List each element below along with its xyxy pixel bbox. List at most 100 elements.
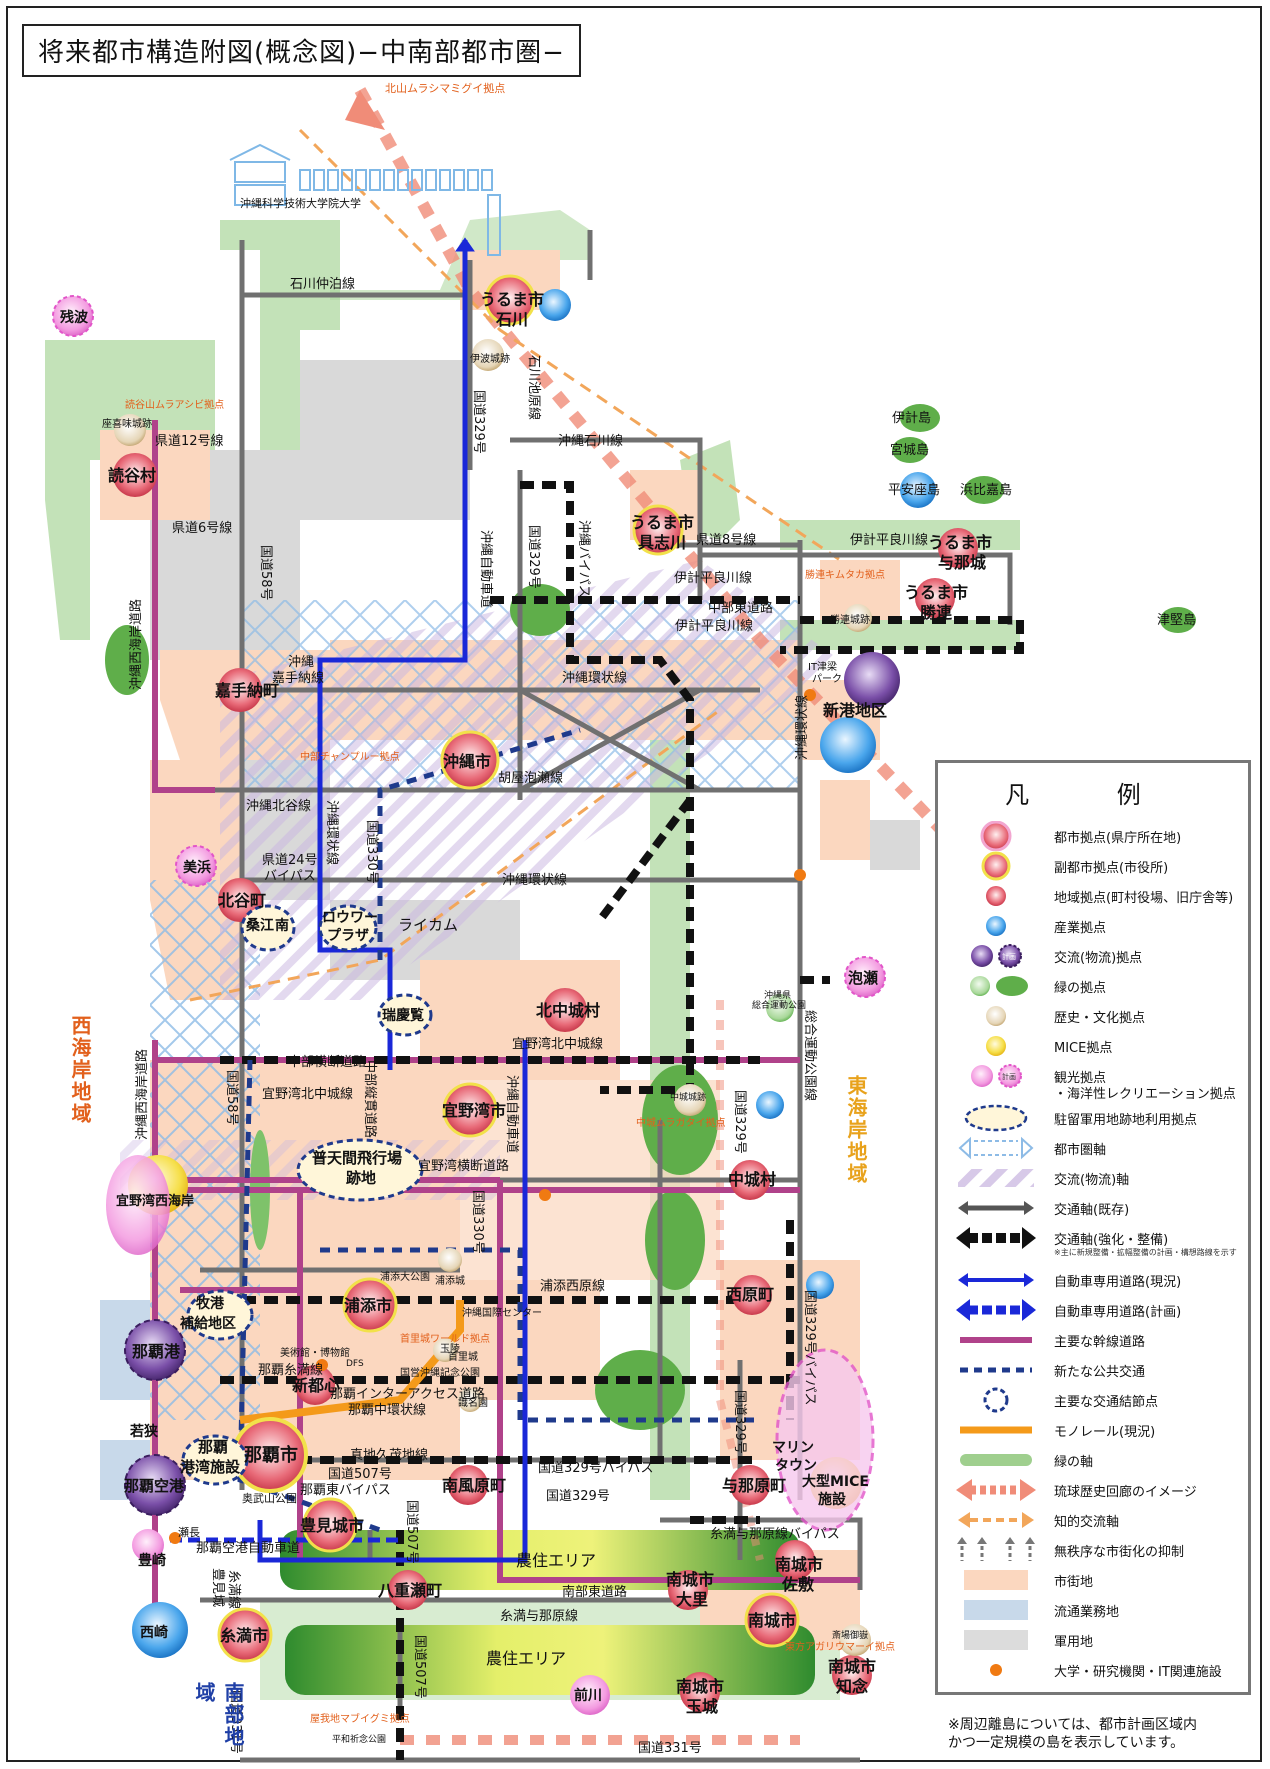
label-wakasa: 若狭 (129, 1423, 159, 1440)
road-naha-ring: 那覇中環状線 (348, 1402, 426, 1418)
road-ikei-tairyo-3: 伊計平良川線 (675, 618, 753, 634)
expressway-plan-icon (956, 1299, 1036, 1321)
road-r329-bypass-2: 国道329号バイパス (538, 1461, 654, 1476)
legend-item-military-reuse: 駐留軍用地跡地利用拠点 (938, 1103, 1248, 1133)
hub-tomigusuku: 豊見城市 (300, 1516, 364, 1535)
new-transit-icon (960, 1367, 1032, 1373)
label-marine-town-line1: マリン (772, 1440, 814, 1456)
legend-label: 緑の軸 (1054, 1455, 1094, 1470)
hub-nanjo-ozato-line2: 大里 (676, 1590, 708, 1609)
label-kitayama: 北山ムラシマミグイ拠点 (385, 81, 505, 95)
military-area-icon (964, 1630, 1028, 1650)
intellectual-axis (189, 128, 841, 1002)
footnote: ※周辺離島については、都市計画区域内 かつ一定規模の島を表示しています。 (948, 1716, 1197, 1752)
label-sogo-park-line2: 総合運動公園 (752, 999, 806, 1011)
hub-haebaru: 南風原町 (442, 1476, 506, 1495)
road-r507c: 国道507号 (412, 1635, 427, 1699)
label-senaga: 瀬長 (178, 1525, 200, 1539)
road-ishikawa-ring: 石川池原線 (526, 355, 542, 420)
road-nanbu-east: 南部東道路 (562, 1584, 627, 1600)
subcity-hub-icon (981, 851, 1011, 881)
road-pref8: 県道8号線 (696, 532, 756, 548)
legend-label: 交流(物流)拠点 (1054, 951, 1143, 966)
hub-uruma-katsuren-line2: 勝連 (920, 603, 953, 622)
road-r329b: 国道329号 (526, 525, 541, 589)
hub-nanjo-tamagusuku-line1: 南城市 (676, 1677, 724, 1696)
legend-item-exchange-axis: 交流(物流)軸 (938, 1163, 1248, 1193)
legend-label: 琉球歴史回廊のイメージ (1054, 1485, 1197, 1500)
road-okinawa-ishikawa: 沖縄石川線 (558, 433, 623, 449)
legend-label: 都市拠点(県庁所在地) (1054, 831, 1182, 846)
label-maekawa: 前川 (574, 1687, 602, 1704)
label-sefa: 斎場御嶽 (832, 1629, 868, 1641)
label-katsuren-castle: 勝連城跡 (830, 613, 870, 626)
label-henza: 平安座島 (888, 483, 940, 498)
legend-plan-tag: 計画 (1002, 952, 1016, 961)
traffic-existing-icon (958, 1201, 1034, 1215)
west-coast-region-label: 西海岸地域 (68, 1015, 92, 1125)
legend-item-regional-hub: 地域拠点(町村役場、旧庁舎等) (938, 881, 1248, 911)
new-public-transit (237, 727, 760, 1533)
hub-chatan: 北谷町 (218, 891, 266, 910)
label-miyagi: 宮城島 (890, 442, 929, 458)
military-reuse-icon (964, 1104, 1028, 1132)
hub-naha: 那覇市 (244, 1444, 298, 1466)
hub-uruma-gushikawa-line2: 具志川 (638, 533, 686, 552)
legend-item-urban-axis: 都市圏軸 (938, 1133, 1248, 1163)
label-awase: 泡瀬 (848, 969, 878, 987)
hub-okinawa: 沖縄市 (443, 752, 491, 771)
label-makiminato-line2: 補給地区 (179, 1315, 236, 1332)
legend-item-new-transit: 新たな公共交通 (938, 1355, 1248, 1385)
expressways (170, 237, 528, 1563)
label-dfs: DFS (346, 1359, 364, 1369)
hub-nanjo-sashiki-line1: 南城市 (775, 1555, 823, 1574)
label-nanjo-hub: 東方アガリウマーイ拠点 (785, 1640, 895, 1653)
urban-axis-icon (958, 1136, 1034, 1160)
hub-uruma-katsuren-line1: うるま市 (904, 583, 968, 602)
label-ryukyu-gum: 瑞慶覧 (382, 1007, 424, 1024)
label-urasoe-park: 浦添大公園 (380, 1270, 430, 1283)
hub-nakagusuku: 中城村 (728, 1170, 776, 1189)
road-pref6: 県道6号線 (172, 520, 232, 536)
road-ginowan-yoko: 宜野湾横断道路 (418, 1158, 509, 1174)
road-r331: 国道331号 (638, 1741, 702, 1756)
label-kuwae-line1: 桑江 (246, 917, 274, 934)
city-hub-icon (980, 821, 1012, 851)
road-sogo-park: 総合運動公園線 (802, 1010, 818, 1101)
map-title: 将来都市構造附図(概念図)−中南部都市圏− (22, 24, 581, 77)
legend-item-tourism-hub: 計画 観光拠点 ・海洋性レクリエーション拠点 (938, 1061, 1248, 1102)
road-r58b: 国道58号 (224, 1070, 239, 1126)
mice-hub-icon (986, 1036, 1006, 1056)
legend-label: 地域拠点(町村役場、旧庁舎等) (1054, 891, 1234, 906)
road-okinawa-kadena-line1: 沖縄 (288, 655, 314, 670)
road-pref12: 県道12号線 (155, 433, 224, 449)
monorail (239, 1300, 464, 1424)
legend-item-history-hub: 歴史・文化拠点 (938, 1001, 1248, 1031)
legend-label: 副都市拠点(市役所) (1054, 861, 1169, 876)
transit-node-icon (983, 1387, 1009, 1413)
sprawl-control-icon (957, 1537, 1035, 1561)
label-chanpuru: 中部チャンプルー拠点 (300, 750, 400, 763)
legend-item-history-corridor: 琉球歴史回廊のイメージ (938, 1475, 1248, 1505)
hub-uruma-yonashiro-line2: 与那城 (938, 553, 986, 572)
history-corridor-icon (956, 1479, 1036, 1501)
place-labels: 沖縄科学技術大学院大学 北山ムラシマミグイ拠点 読谷山ムラアシビ拠点 座喜味城跡… (60, 81, 1196, 1745)
hub-nanjo-tamagusuku-line2: 玉城 (686, 1697, 718, 1716)
label-nishizaki: 西崎 (140, 1624, 168, 1641)
road-ishikawa-nakadomari: 石川仲泊線 (290, 276, 355, 292)
legend-label: 産業拠点 (1054, 921, 1107, 936)
road-ginowan-kita-2: 宜野湾北中城線 (262, 1086, 353, 1102)
monorail-icon (960, 1426, 1032, 1434)
hub-itoman: 糸満市 (220, 1626, 268, 1645)
hub-labels: うるま市 石川 うるま市 具志川 うるま市 与那城 うるま市 勝連 読谷村 嘉手… (108, 290, 992, 1716)
traffic-planned-icon (956, 1227, 1036, 1249)
legend-label-2: ・海洋性レクリエーション拠点 (1054, 1087, 1236, 1102)
road-west-coast: 沖縄西海岸道路 (128, 599, 144, 690)
label-zakimi: 座喜味城跡 (102, 417, 152, 430)
hub-uruma-gushikawa-line1: うるま市 (630, 513, 694, 532)
hub-nanjo-ozato-line1: 南城市 (666, 1570, 714, 1589)
road-okinawa-north: 沖縄北谷線 (246, 798, 311, 814)
legend-title: 凡 例 (1005, 781, 1181, 809)
label-ounoyama: 奥武山公園 (242, 1491, 297, 1505)
road-naha-ic: 那覇インターアクセス道路 (330, 1386, 485, 1402)
